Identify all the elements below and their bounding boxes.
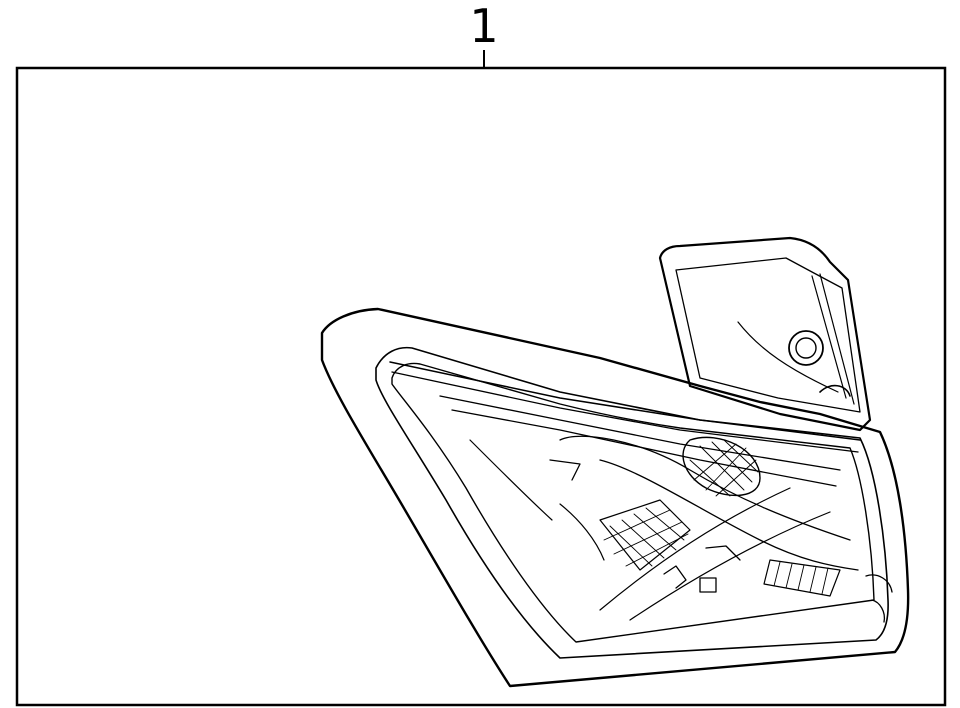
mounting-bracket xyxy=(658,236,872,432)
lamp-outer-housing xyxy=(320,307,910,688)
feature-detail-7 xyxy=(559,503,605,561)
light-guide-upper xyxy=(389,361,861,441)
lamp-lens-rim xyxy=(375,346,889,659)
tail-lamp-assembly xyxy=(320,236,910,688)
socket-arc xyxy=(819,384,851,397)
light-guide-band xyxy=(439,395,841,471)
lamp-inner-body xyxy=(391,362,875,643)
mounting-stud-outer xyxy=(788,330,824,366)
bracket-wire xyxy=(737,321,839,393)
reflector-curve-1 xyxy=(559,435,851,541)
bracket-rib xyxy=(811,275,847,399)
light-guide-band-2 xyxy=(451,409,837,487)
reflector-curve-4 xyxy=(629,511,831,621)
feature-detail-6 xyxy=(871,599,886,623)
part-frame xyxy=(15,66,947,707)
reflector-curve-2 xyxy=(599,459,859,571)
feature-detail-4 xyxy=(705,545,741,561)
feature-detail-2 xyxy=(663,565,687,589)
feature-detail-3 xyxy=(699,577,717,593)
bulb-reflector-grid xyxy=(689,439,759,497)
reflector-curve-3 xyxy=(599,487,791,611)
reflector-hatch-right xyxy=(763,559,841,597)
part-callout-number: 1 xyxy=(469,0,499,53)
bracket-rib-2 xyxy=(819,273,855,405)
bulb-reflector xyxy=(682,436,761,497)
reflector-hatch-left xyxy=(599,499,691,571)
feature-detail-5 xyxy=(865,574,893,593)
feature-detail-1 xyxy=(549,459,581,481)
mounting-bracket-inner xyxy=(675,257,861,413)
mounting-stud-inner xyxy=(795,337,817,359)
feature-detail-8 xyxy=(469,439,553,521)
light-guide-upper-2 xyxy=(391,371,859,453)
